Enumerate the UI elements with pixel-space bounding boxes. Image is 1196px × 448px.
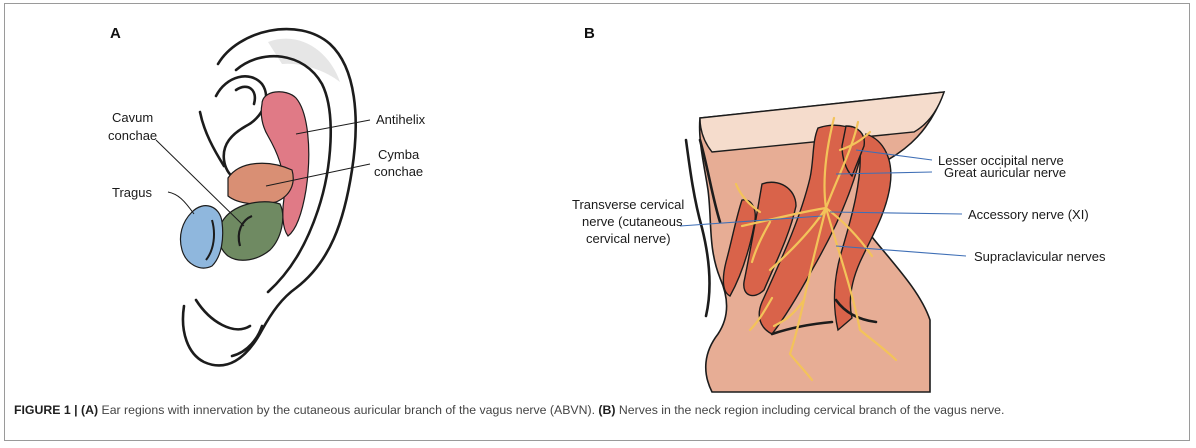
label-cymba-line2: conchae xyxy=(374,164,423,179)
label-transverse-line3: cervical nerve) xyxy=(586,231,671,246)
caption-b-tag: (B) xyxy=(598,403,615,417)
panel-b: B xyxy=(572,25,1106,392)
label-antihelix: Antihelix xyxy=(376,112,426,127)
label-transverse-line2: nerve (cutaneous xyxy=(582,214,683,229)
panel-a-letter: A xyxy=(110,25,121,42)
label-cavum-line1: Cavum xyxy=(112,110,153,125)
label-accessory: Accessory nerve (XI) xyxy=(968,207,1089,222)
figure-caption: FIGURE 1 | (A) Ear regions with innervat… xyxy=(14,401,1179,420)
helix-shading xyxy=(268,39,340,82)
tragus-region xyxy=(180,206,222,268)
fossa-inner-line xyxy=(236,87,255,104)
panel-a: A xyxy=(108,25,426,365)
label-supraclavicular: Supraclavicular nerves xyxy=(974,249,1106,264)
lobule-line xyxy=(196,300,250,329)
label-transverse-line1: Transverse cervical xyxy=(572,197,684,212)
figure-illustrations: A xyxy=(0,0,1196,400)
label-great-auricular: Great auricular nerve xyxy=(944,165,1066,180)
crus-line xyxy=(200,112,224,166)
caption-a-text: Ear regions with innervation by the cuta… xyxy=(98,403,598,417)
caption-lead: FIGURE 1 | xyxy=(14,403,81,417)
label-tragus: Tragus xyxy=(112,185,152,200)
caption-a-tag: (A) xyxy=(81,403,98,417)
cymba-conchae-region xyxy=(228,163,293,204)
label-cymba-line1: Cymba xyxy=(378,147,420,162)
caption-b-text: Nerves in the neck region including cerv… xyxy=(616,403,1005,417)
panel-b-letter: B xyxy=(584,25,595,42)
label-cavum-line2: conchae xyxy=(108,128,157,143)
